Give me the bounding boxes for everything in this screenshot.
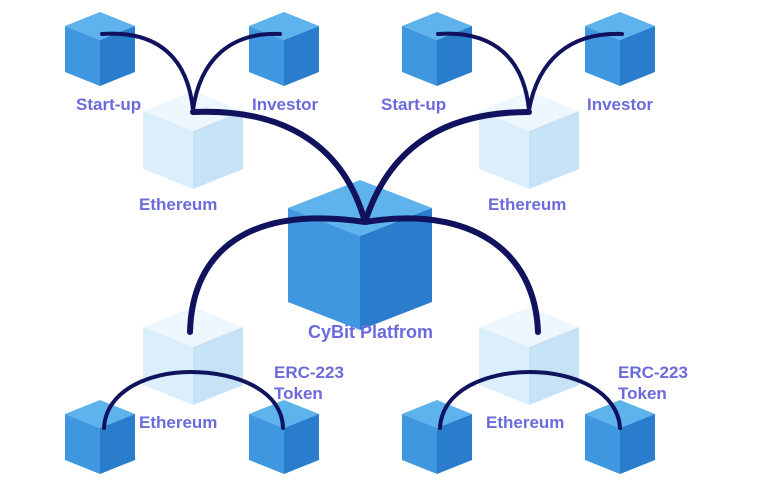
label-erc-left-line1: ERC-223 <box>274 363 344 382</box>
wallet-cube-bottom-right <box>402 400 472 474</box>
label-erc-right-line1: ERC-223 <box>618 363 688 382</box>
investor-cube-left <box>249 12 319 86</box>
arc-startup-left <box>100 31 195 112</box>
arc-bottom-right <box>438 369 622 430</box>
label-erc-left-line2: Token <box>274 384 323 403</box>
wallet-cube-bottom-left <box>65 400 135 474</box>
investor-cube-right <box>585 12 655 86</box>
label-ethereum-top-right: Ethereum <box>488 195 566 214</box>
arc-ethereum-to-platform-left <box>190 108 368 225</box>
arc-platform-to-ethereum-right <box>362 215 541 335</box>
arc-platform-to-ethereum-left <box>187 215 368 335</box>
ethereum-cube-bottom-right <box>479 307 579 405</box>
label-erc-right-line2: Token <box>618 384 667 403</box>
label-investor-left: Investor <box>252 95 319 114</box>
label-startup-left: Start-up <box>76 95 141 114</box>
token-cube-bottom-left <box>249 400 319 474</box>
token-cube-bottom-right <box>585 400 655 474</box>
arc-ethereum-to-platform-right <box>362 109 532 225</box>
label-investor-right: Investor <box>587 95 654 114</box>
label-ethereum-top-left: Ethereum <box>139 195 217 214</box>
arc-investor-left <box>191 31 282 112</box>
startup-cube-left <box>65 12 135 86</box>
arc-startup-right <box>436 31 531 112</box>
label-ethereum-bottom-left: Ethereum <box>139 413 217 432</box>
label-startup-right: Start-up <box>381 95 446 114</box>
label-ethereum-bottom-right: Ethereum <box>486 413 564 432</box>
arc-bottom-left <box>102 369 285 430</box>
label-platform: CyBit Platfrom <box>308 322 433 342</box>
arc-investor-right <box>527 31 624 112</box>
startup-cube-right <box>402 12 472 86</box>
